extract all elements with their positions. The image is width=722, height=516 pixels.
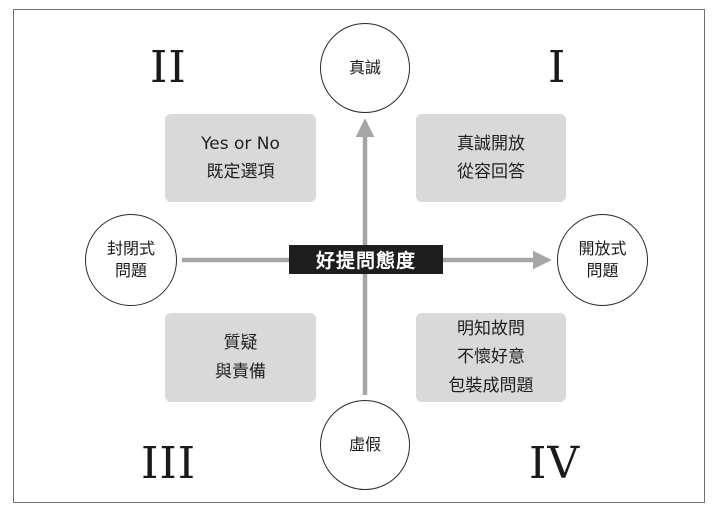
box-bottom-right: 明知故問 不懷好意 包裝成問題 [416, 313, 566, 402]
quadrant-numeral-iv: IV [529, 438, 581, 489]
box-bottom-left: 質疑 與責備 [165, 313, 316, 402]
center-label: 好提問態度 [289, 245, 443, 274]
axis-end-label: 問題 [586, 261, 619, 280]
quadrant-numeral-iii: III [141, 438, 197, 489]
quadrant-numeral-i: I [548, 42, 567, 93]
box-line: 與責備 [215, 361, 266, 382]
box-top-left: Yes or No 既定選項 [165, 114, 316, 202]
box-line: 不懷好意 [457, 347, 525, 368]
axis-end-label: 開放式 [578, 239, 627, 259]
axis-end-top: 真誠 [320, 23, 410, 113]
axis-end-label: 虛假 [348, 435, 381, 455]
quadrant-numeral-ii: II [150, 42, 187, 93]
box-top-right: 真誠開放 從容回答 [416, 114, 566, 202]
box-line: Yes or No [201, 133, 280, 154]
axis-end-label: 問題 [114, 261, 147, 280]
box-line: 明知故問 [457, 319, 525, 340]
axis-end-left: 封閉式 問題 [85, 214, 177, 306]
diagram-frame [13, 9, 705, 503]
axis-end-label: 真誠 [348, 58, 381, 78]
axis-end-label: 封閉式 [106, 239, 155, 259]
box-line: 質疑 [223, 333, 258, 354]
axis-end-right: 開放式 問題 [557, 214, 648, 306]
box-line: 既定選項 [206, 162, 275, 182]
axis-end-bottom: 虛假 [320, 400, 410, 490]
box-line: 真誠開放 [457, 133, 525, 154]
box-line: 從容回答 [457, 162, 525, 182]
box-line: 包裝成問題 [448, 375, 534, 396]
